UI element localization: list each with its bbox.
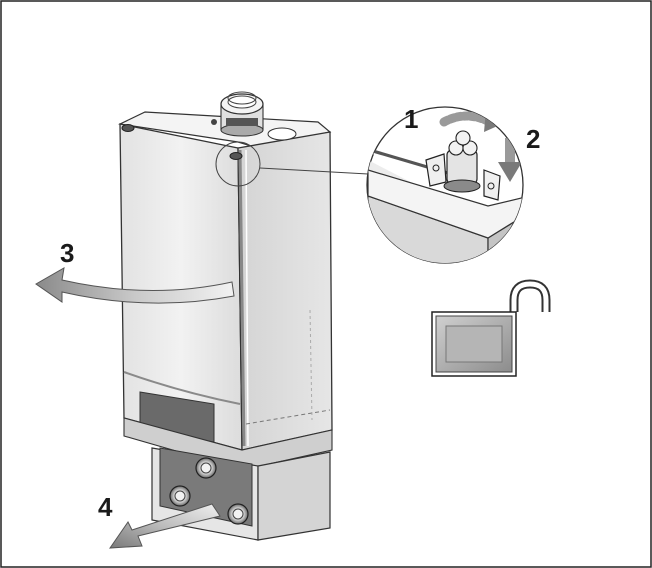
zoom-source-circle xyxy=(215,141,261,187)
top-left-screw xyxy=(121,124,135,132)
boiler-unit xyxy=(117,91,333,541)
down-arrow-icon xyxy=(505,138,515,164)
boiler-lower-frame xyxy=(123,417,333,471)
pull-out-arrow-icon xyxy=(109,503,221,549)
unlocked-padlock-icon xyxy=(431,279,551,377)
step-3-label: 3 xyxy=(60,238,74,268)
step-2-label: 2 xyxy=(526,124,540,154)
swing-open-arrow-icon xyxy=(35,267,235,304)
boiler-corner-edge xyxy=(238,149,246,447)
latch-clip xyxy=(425,130,501,201)
front-cover-contour xyxy=(123,371,241,405)
step-4-label: 4 xyxy=(98,492,113,522)
zoom-callout: 1 2 xyxy=(215,104,540,264)
top-right-screw xyxy=(229,152,243,160)
boiler-side-panel xyxy=(237,131,333,451)
step-1-label: 1 xyxy=(404,104,418,134)
flue-outlet xyxy=(220,91,297,141)
zoom-leader-line xyxy=(259,167,369,175)
